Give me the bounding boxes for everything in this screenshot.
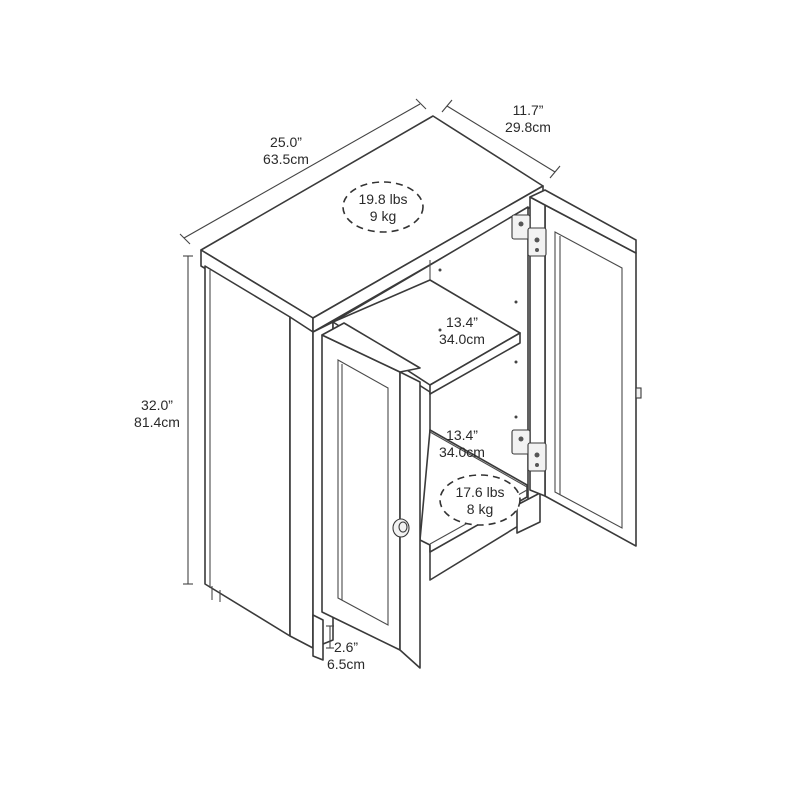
leg-height-cm-label: 6.5cm (327, 656, 365, 672)
height-cm-label: 81.4cm (134, 414, 180, 430)
top-weight-lbs-label: 19.8 lbs (358, 191, 407, 207)
depth-inches-label: 11.7” (513, 102, 544, 118)
right-door-top (529, 189, 637, 254)
left-door-edge (399, 371, 421, 669)
top-weight-kg-label: 9 kg (370, 208, 396, 224)
front-frame-post (289, 316, 314, 649)
shelf-weight-lbs-label: 17.6 lbs (455, 484, 504, 500)
width-cm-label: 63.5cm (263, 151, 309, 167)
upper-shelf-inches-label: 13.4” (446, 314, 478, 330)
depth-dimension-line (441, 99, 561, 179)
left-side-panel (204, 265, 291, 637)
shelf-weight-oval (439, 474, 521, 526)
top-weight-oval (342, 181, 424, 233)
upper-shelf-cm-label: 34.0cm (439, 331, 485, 347)
leg-front-left (312, 614, 324, 661)
lower-shelf-cm-label: 34.0cm (439, 444, 485, 460)
right-door-knob[interactable] (635, 387, 642, 399)
left-door-panel (337, 359, 389, 626)
height-dimension-line (183, 255, 193, 585)
leg-rear-right (516, 492, 541, 534)
lower-shelf-inches-label: 13.4” (446, 427, 478, 443)
right-door-panel (554, 231, 623, 529)
depth-cm-label: 29.8cm (505, 119, 551, 135)
lower-hinge (511, 429, 547, 472)
upper-hinge (511, 214, 547, 257)
leg-height-dimension-line (326, 625, 334, 649)
leg-height-inches-label: 2.6” (334, 639, 358, 655)
width-inches-label: 25.0” (270, 134, 302, 150)
left-door-top (321, 322, 421, 373)
upper-shelf-edge (429, 332, 521, 395)
shelf-weight-kg-label: 8 kg (467, 501, 493, 517)
height-inches-label: 32.0” (141, 397, 173, 413)
width-dimension-line (179, 98, 427, 245)
